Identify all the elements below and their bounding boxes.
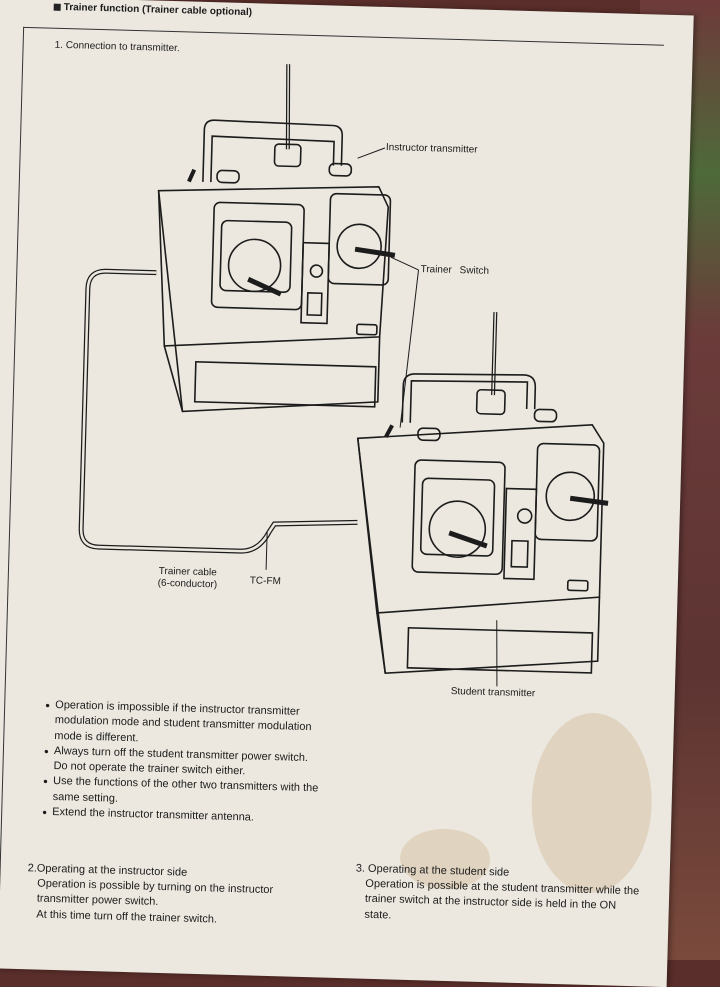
- step-3-block: 3. Operating at the student side Operati…: [354, 861, 640, 930]
- label-trainer-switch: Trainer Switch: [420, 264, 490, 277]
- label-instructor-transmitter: Instructor transmitter: [385, 142, 478, 156]
- manual-page: Trainer function (Trainer cable optional…: [0, 0, 694, 987]
- instructor-transmitter: [157, 64, 396, 413]
- label-tc-fm: TC-FM: [249, 575, 282, 588]
- transmitter-diagram: [78, 64, 609, 687]
- label-trainer-cable-line: (6-conductor): [157, 577, 218, 591]
- label-trainer-cable: Trainer cable (6-conductor): [157, 566, 218, 592]
- note-item: Operation is impossible if the instructo…: [45, 698, 321, 752]
- student-transmitter: [356, 312, 609, 675]
- step-2-block: 2.Operating at the instructor side Opera…: [26, 861, 274, 929]
- notes-list: Operation is impossible if the instructo…: [43, 698, 321, 828]
- label-student-transmitter: Student transmitter: [450, 686, 536, 700]
